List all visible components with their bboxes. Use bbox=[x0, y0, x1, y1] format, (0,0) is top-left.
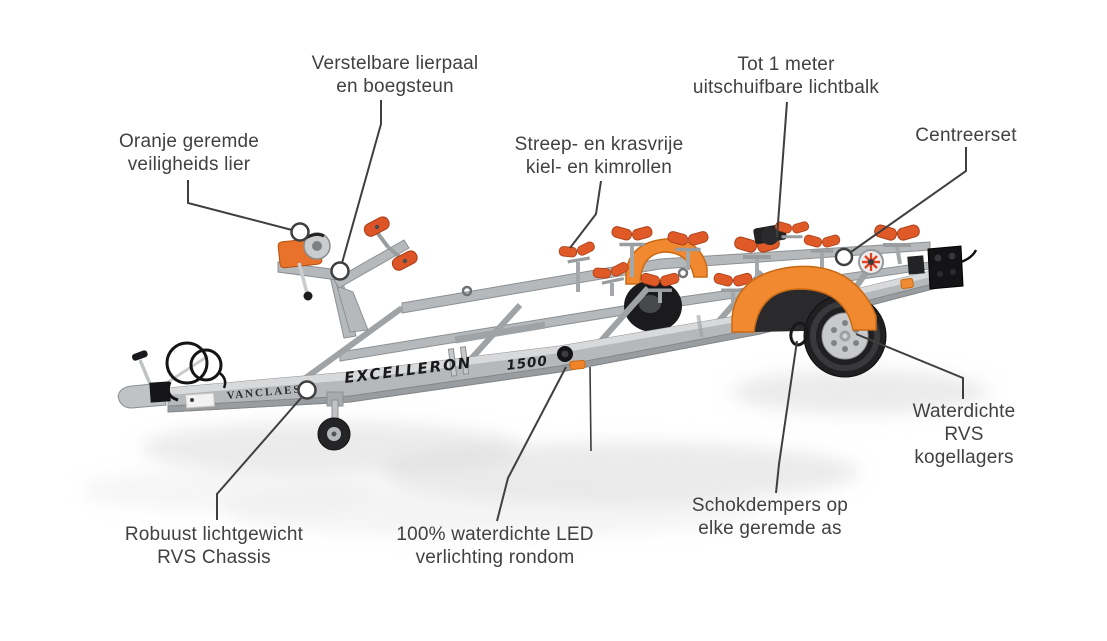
marker-circle-safety-winch bbox=[290, 222, 310, 242]
jockey-wheel bbox=[317, 391, 351, 451]
bow-stop-bracket bbox=[753, 219, 812, 245]
far-wheel bbox=[624, 280, 682, 332]
annotation-light-bar: Tot 1 meter uitschuifbare lichtbalk bbox=[692, 54, 880, 98]
light-cable bbox=[960, 249, 978, 264]
annotation-safety-winch: Oranje geremde veiligheids lier bbox=[118, 131, 260, 175]
capacity-lettering: 1500 bbox=[506, 353, 549, 374]
annotation-bearings: Waterdichte RVS kogellagers bbox=[912, 401, 1016, 468]
near-bilge-rollers bbox=[589, 258, 755, 303]
pointer-bearings bbox=[855, 333, 964, 399]
lashing-ring bbox=[677, 267, 689, 279]
marker-circle-winch-post bbox=[330, 261, 350, 281]
pointer-safety-winch bbox=[187, 180, 293, 231]
annotation-shock-absorbers: Schokdempers op elke geremde as bbox=[691, 495, 849, 539]
annotation-rollers: Streep- en krasvrije kiel- en kimrollen bbox=[514, 134, 684, 178]
centering-roller-disc bbox=[858, 249, 884, 275]
pointer-chassis bbox=[216, 397, 302, 520]
ground-shadow bbox=[80, 370, 990, 536]
annotation-centering-set: Centreerset bbox=[915, 125, 1017, 146]
lashing-ring bbox=[461, 285, 473, 297]
marker-circle-chassis bbox=[297, 380, 317, 400]
pointer-lines bbox=[187, 100, 967, 522]
annotation-chassis: Robuust lichtgewicht RVS Chassis bbox=[124, 524, 304, 568]
near-fender bbox=[731, 265, 877, 333]
pointer-light-bar bbox=[776, 101, 788, 238]
pointer-centering-set bbox=[850, 147, 967, 253]
brake-handle bbox=[131, 350, 148, 361]
winch-post-assembly bbox=[277, 214, 420, 339]
pointer-led-lighting bbox=[496, 366, 567, 522]
pointer-winch-post bbox=[341, 100, 382, 264]
type-plate bbox=[185, 392, 215, 409]
bow-support-arm bbox=[333, 239, 410, 289]
annotation-led-lighting: 100% waterdichte LED verlichting rondom bbox=[396, 524, 594, 568]
annotation-winch-post: Verstelbare lierpaal en boegsteun bbox=[311, 53, 479, 97]
marker-circle-centering-set bbox=[834, 247, 854, 267]
safety-winch bbox=[277, 232, 331, 301]
pointer-rollers bbox=[569, 180, 602, 249]
hitch-coupler bbox=[117, 341, 227, 409]
breakaway-cable bbox=[165, 341, 209, 385]
pointer-shock-absorbers bbox=[775, 340, 798, 494]
light-bar bbox=[900, 245, 978, 290]
orange-reflector bbox=[569, 359, 586, 371]
led-light-unit bbox=[557, 346, 586, 371]
winch-crank-knob bbox=[303, 291, 313, 301]
boat-trailer: VANCLAES EXCELLERON 1500 bbox=[117, 214, 978, 452]
hanging-strap bbox=[589, 366, 592, 452]
coupler-boot bbox=[149, 381, 171, 403]
